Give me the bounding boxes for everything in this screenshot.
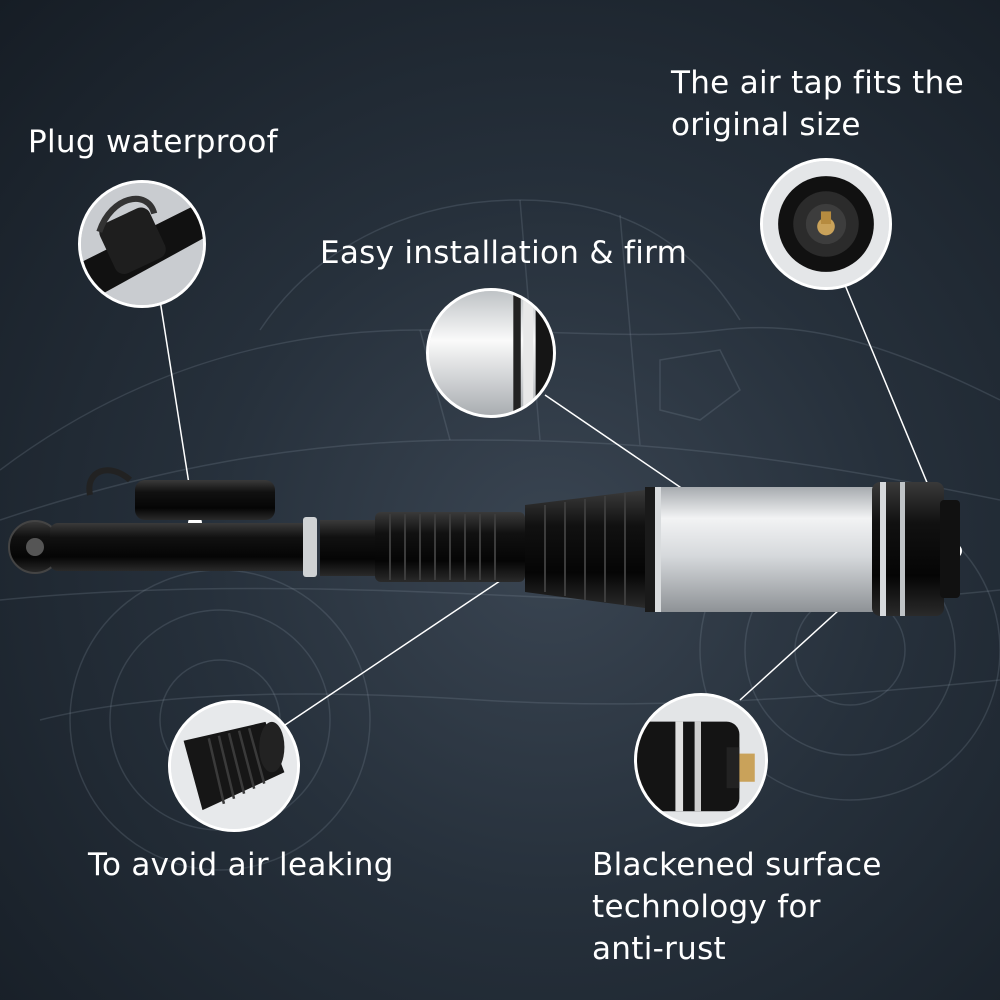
lower-tube — [50, 523, 310, 571]
aluminum-sleeve-icon — [426, 288, 556, 418]
blackened-ring-icon — [634, 693, 768, 827]
plug-waterproof-label: Plug waterproof — [28, 124, 278, 160]
top-cap — [872, 482, 944, 616]
air-tap-label: The air tap fits the original size — [671, 65, 964, 143]
plug-housing — [135, 480, 275, 520]
anti-rust-label: Blackened surface technology for anti-ru… — [592, 847, 882, 967]
easy-installation-label: Easy installation & firm — [320, 235, 688, 271]
aluminum-air-chamber — [645, 487, 880, 612]
threaded-fitting-icon — [168, 700, 300, 832]
plug-connector-icon — [78, 180, 206, 308]
air-leaking-label: To avoid air leaking — [88, 847, 394, 883]
air-valve-icon — [760, 158, 892, 290]
